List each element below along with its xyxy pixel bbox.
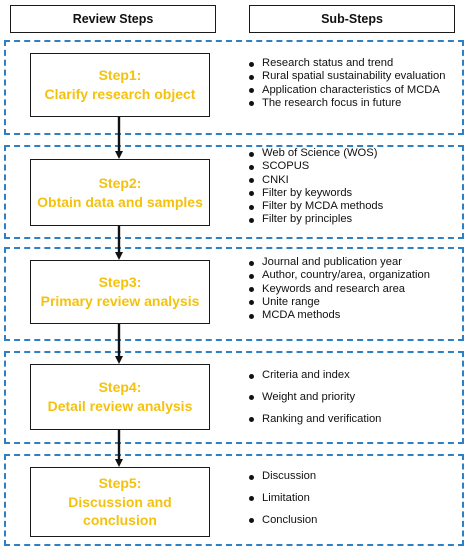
list-item: Author, country/area, organization [248,269,463,282]
step3-box: Step3: Primary review analysis [30,260,210,324]
list-item: Limitation [248,492,463,505]
list-item: MCDA methods [248,309,463,322]
step1-box: Step1: Clarify research object [30,53,210,117]
step5-substeps: Discussion Limitation Conclusion [248,470,463,535]
list-item: The research focus in future [248,97,463,110]
step5-number: Step5: [98,474,142,491]
header-sub-steps-label: Sub-Steps [321,12,383,26]
step4-number: Step4: [98,379,142,396]
header-review-steps: Review Steps [10,5,216,33]
list-item: Discussion [248,470,463,483]
list-item: Application characteristics of MCDA [248,84,463,97]
step5-box: Step5: Discussion and conclusion [30,467,210,537]
list-item: Criteria and index [248,369,463,382]
step1-substeps: Research status and trend Rural spatial … [248,57,463,110]
list-item: Conclusion [248,514,463,527]
section-step1 [4,40,464,135]
list-item: SCOPUS [248,160,463,173]
step3-substeps: Journal and publication year Author, cou… [248,256,463,322]
list-item: Research status and trend [248,57,463,70]
step3-title: Primary review analysis [40,293,200,309]
step4-substeps: Criteria and index Weight and priority R… [248,369,463,434]
list-item: Web of Science (WOS) [248,147,463,160]
step2-substeps: Web of Science (WOS) SCOPUS CNKI Filter … [248,147,463,227]
section-step3 [4,247,464,341]
step5-title: Discussion and conclusion [68,493,172,529]
section-step2 [4,145,464,239]
header-review-steps-label: Review Steps [72,12,154,26]
section-step4 [4,351,464,444]
list-item: Ranking and verification [248,413,463,426]
step4-title: Detail review analysis [47,398,193,414]
step2-number: Step2: [98,174,142,191]
section-step5 [4,454,464,546]
step2-box: Step2: Obtain data and samples [30,159,210,226]
list-item: Unite range [248,296,463,309]
list-item: Rural spatial sustainability evaluation [248,70,463,83]
step3-number: Step3: [98,274,142,291]
list-item: Filter by MCDA methods [248,200,463,213]
list-item: Filter by keywords [248,187,463,200]
list-item: Filter by principles [248,213,463,226]
list-item: Journal and publication year [248,256,463,269]
header-sub-steps: Sub-Steps [249,5,455,33]
step1-number: Step1: [98,67,142,84]
step1-title: Clarify research object [44,86,196,102]
list-item: Keywords and research area [248,283,463,296]
step4-box: Step4: Detail review analysis [30,364,210,430]
list-item: CNKI [248,174,463,187]
list-item: Weight and priority [248,391,463,404]
step2-title: Obtain data and samples [37,193,203,210]
